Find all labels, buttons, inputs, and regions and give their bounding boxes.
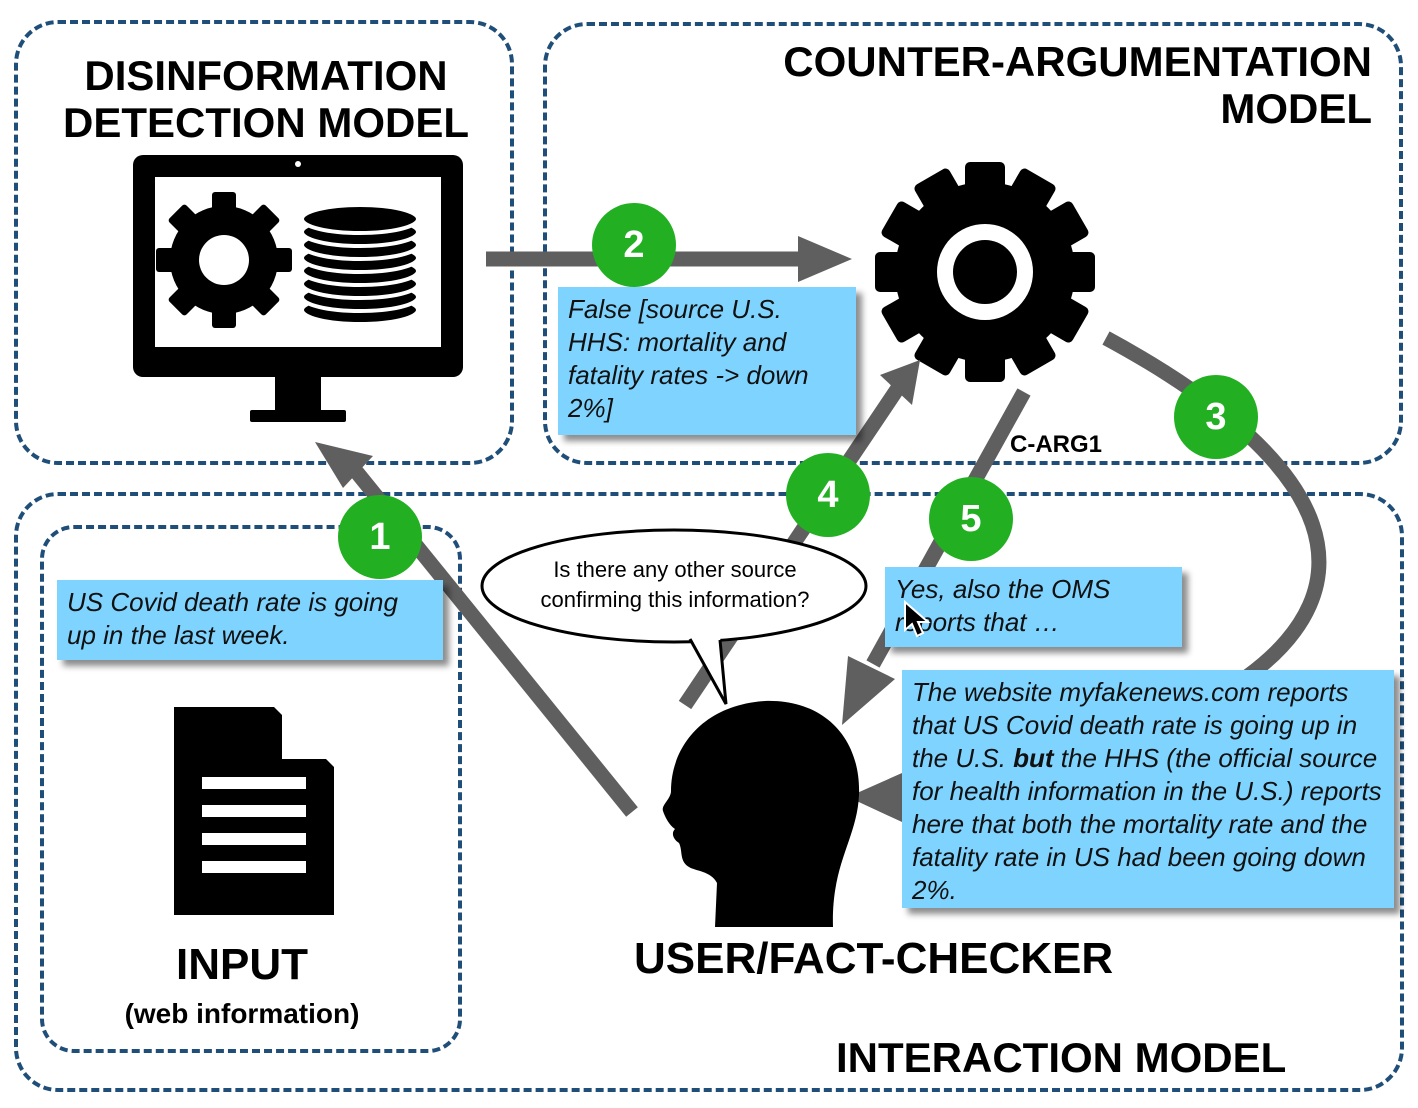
detection-result-note: False [source U.S. HHS: mortality and fa… [558,287,856,435]
arrow-2-head [798,236,852,282]
step-badge-4: 4 [786,453,870,537]
mouse-cursor-icon [904,600,931,638]
step-badge-3: 3 [1174,375,1258,459]
counter-title-line1: COUNTER-ARGUMENTATION [783,38,1372,85]
counter-argument-emphasis: but [1013,743,1054,774]
user-fact-checker-label: USER/FACT-CHECKER [634,934,1114,983]
input-subtitle: (web information) [124,998,360,1029]
arrow-4-head [880,360,920,405]
counter-argument-part2: the HHS (the official source for health … [912,743,1382,906]
counter-title-line2: MODEL [1220,85,1372,133]
interaction-model-title: INTERACTION MODEL [836,1034,1287,1081]
database-icon [300,203,420,326]
step-badge-5: 5 [929,477,1013,561]
speech-bubble [480,528,868,705]
input-claim-note: US Covid death rate is going up in the l… [57,580,443,660]
arrow-5-head [842,656,895,725]
arrow-3-head [848,773,902,822]
monitor-icon [133,155,463,422]
gear-icon [156,192,292,328]
speech-bubble-text: Is there any other source confirming thi… [540,557,810,612]
input-title: INPUT [176,940,308,989]
detection-title-line2: DETECTION MODEL [63,99,469,147]
detection-model-title: DISINFORMATION DETECTION MODEL [36,52,496,146]
arrow-1-head [315,442,373,488]
detection-title-line1: DISINFORMATION [84,52,448,99]
step-badge-1: 1 [338,495,422,579]
counter-argument-note: The website myfakenews.com reports that … [902,670,1394,908]
c-arg1-label: C-ARG1 [1010,431,1103,458]
document-icon [174,707,334,915]
counter-argument-part1: The website myfakenews.com reports that … [912,677,1358,774]
step-badge-2: 2 [592,203,676,287]
counter-argumentation-title: COUNTER-ARGUMENTATION MODEL [783,38,1372,132]
user-head-icon [662,700,860,927]
large-gear-icon [875,162,1095,382]
